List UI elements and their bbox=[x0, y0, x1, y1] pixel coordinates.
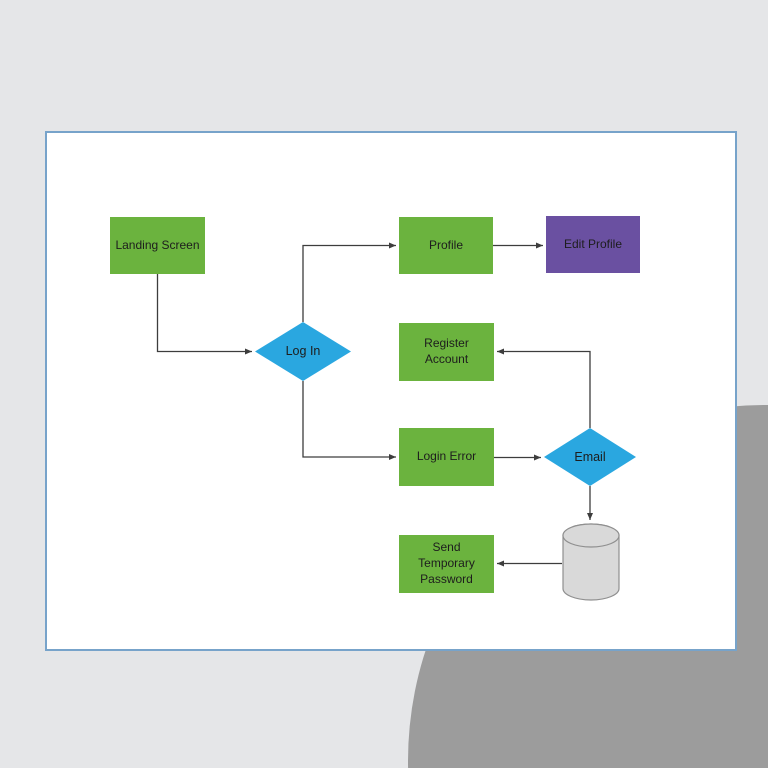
node-email-decision: Email bbox=[544, 428, 636, 486]
edge-landing-to-login bbox=[156, 274, 252, 355]
node-login-error-label: Login Error bbox=[416, 449, 477, 464]
node-send-temporary-password: Send Temporary Password bbox=[399, 535, 494, 593]
node-database-cylinder bbox=[562, 523, 620, 601]
edge-login-to-loginerror bbox=[302, 381, 396, 460]
flowchart-canvas: Landing Screen Profile Edit Profile Regi… bbox=[45, 131, 737, 651]
node-register-account-label: Register Account bbox=[424, 336, 469, 366]
node-landing-screen-label: Landing Screen bbox=[115, 237, 200, 252]
node-profile-label: Profile bbox=[428, 237, 463, 252]
node-login-error: Login Error bbox=[399, 428, 494, 486]
log-in-diamond-shape bbox=[255, 322, 351, 381]
flowchart-connectors bbox=[156, 242, 593, 567]
node-email-label: Email bbox=[574, 449, 606, 464]
email-diamond-shape bbox=[544, 428, 636, 486]
node-profile: Profile bbox=[399, 217, 493, 274]
node-register-account: Register Account bbox=[399, 323, 494, 381]
node-log-in-decision: Log In bbox=[255, 322, 351, 381]
node-log-in-label: Log In bbox=[285, 344, 321, 359]
edge-login-to-profile bbox=[302, 242, 396, 322]
node-landing-screen: Landing Screen bbox=[110, 217, 205, 274]
node-send-temporary-password-label: Send Temporary Password bbox=[418, 540, 475, 586]
node-edit-profile-label: Edit Profile bbox=[563, 236, 623, 251]
edge-email-to-register bbox=[497, 348, 591, 428]
node-edit-profile: Edit Profile bbox=[546, 216, 640, 273]
